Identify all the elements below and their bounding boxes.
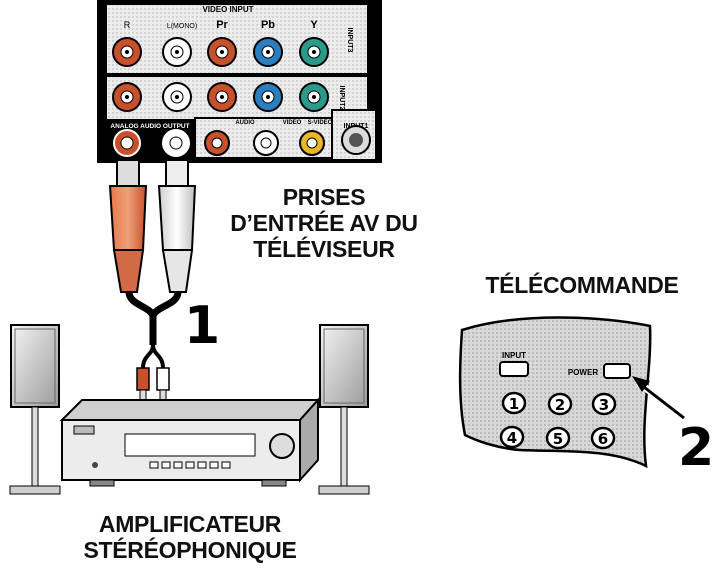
video-input-label: VIDEO INPUT xyxy=(202,5,253,14)
tv-back-panel: VIDEO INPUT R L(MONO) Pr Pb Y INPUT3 INP… xyxy=(97,0,382,163)
jack-r-label: R xyxy=(124,20,131,30)
tv-jacks-label: PRISES D’ENTRÉE AV DU TÉLÉVISEUR xyxy=(200,184,448,262)
rca-cable xyxy=(108,159,197,401)
s-video-label: S-VIDEO xyxy=(308,120,333,126)
input3-label: INPUT3 xyxy=(346,28,353,53)
power-button-label: POWER xyxy=(568,368,598,377)
right-speaker xyxy=(318,324,370,495)
input2-jacks xyxy=(112,82,329,112)
power-button: POWER xyxy=(568,363,631,379)
step-2-number: 2 xyxy=(678,418,715,478)
step2-arrow xyxy=(632,376,687,421)
jack-pb-label: Pb xyxy=(261,19,275,31)
jack-pr-label: Pr xyxy=(216,19,228,31)
input-button-label: INPUT xyxy=(502,351,526,360)
key-4: 4 xyxy=(507,429,517,447)
key-5: 5 xyxy=(553,430,563,448)
input3-jacks xyxy=(112,37,329,67)
input2-label: INPUT2 xyxy=(338,86,345,111)
key-2: 2 xyxy=(555,396,565,414)
input-button: INPUT xyxy=(499,351,529,377)
input1-jacks xyxy=(113,125,371,157)
tv-jacks-line-3: TÉLÉVISEUR xyxy=(253,235,395,262)
remote-control: INPUT POWER 1 2 3 4 5 6 xyxy=(458,316,687,469)
amplifier-label: AMPLIFICATEUR STÉRÉOPHONIQUE xyxy=(70,511,310,564)
remote-label: TÉLÉCOMMANDE xyxy=(485,272,679,298)
tv-jacks-line-1: PRISES xyxy=(282,184,366,210)
amplifier-line-2: STÉRÉOPHONIQUE xyxy=(83,536,297,563)
key-6: 6 xyxy=(598,430,608,448)
stereo-amplifier xyxy=(59,397,321,487)
audio-label: AUDIO xyxy=(235,120,255,126)
amplifier-line-1: AMPLIFICATEUR xyxy=(98,511,282,537)
analog-audio-output-label: ANALOG AUDIO OUTPUT xyxy=(110,123,189,130)
video-label: VIDEO xyxy=(283,120,302,126)
key-1: 1 xyxy=(509,395,519,413)
jack-l-label: L(MONO) xyxy=(167,23,197,30)
key-3: 3 xyxy=(599,396,609,414)
step-1-number: 1 xyxy=(184,296,221,356)
tv-jacks-line-2: D’ENTRÉE AV DU xyxy=(230,209,418,236)
number-keys: 1 2 3 4 5 6 xyxy=(499,391,617,450)
jack-y-label: Y xyxy=(310,19,318,31)
left-speaker xyxy=(9,324,61,495)
